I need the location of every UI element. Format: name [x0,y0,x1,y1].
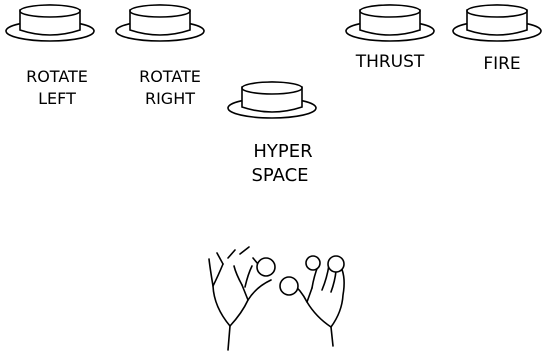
hyperspace-label-line1: HYPER [253,141,312,162]
right-hand-icon [280,256,344,346]
thrust-label: THRUST [355,52,425,72]
fire-label: FIRE [483,54,520,74]
hands-illustration [209,247,344,350]
rotate-right-label-line1: ROTATE [139,67,201,86]
rotate-left-button[interactable] [6,5,94,41]
hyperspace-button[interactable] [228,82,316,118]
left-hand-icon [209,247,275,350]
rotate-left-label-line1: ROTATE [26,67,88,86]
rotate-right-button[interactable] [116,5,204,41]
rotate-right-label-line2: RIGHT [145,89,195,108]
rotate-left-label-line2: LEFT [38,89,76,108]
fire-button[interactable] [453,5,541,41]
hyperspace-label-line2: SPACE [251,165,308,186]
thrust-button[interactable] [346,5,434,41]
